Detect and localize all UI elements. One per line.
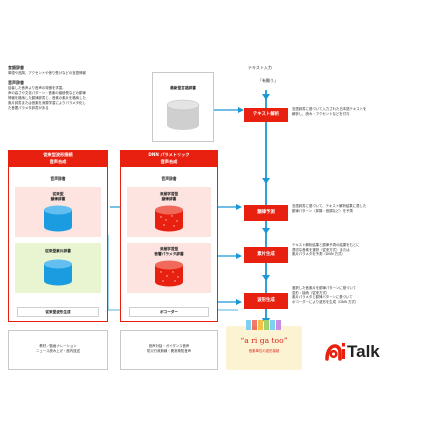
desc-line: テキスト解析結果と韻律予測の結果をもとに [292, 243, 360, 247]
unit-label: 従来型素片辞書 [45, 249, 71, 253]
dnn-header: DNN パラメトリック 音声合成 [120, 150, 218, 166]
desc-line: 解析し、読み・アクセントなどを付与 [292, 111, 350, 116]
text-input-label: テキスト入力 [248, 65, 272, 70]
header-line: DNN パラメトリック [148, 152, 190, 157]
audio-output: “a ri ga too” 音素単位の波形接続 [226, 320, 302, 370]
step-waveform-desc: 選択した音素片を韻律パターンに基づいて 変形・接続（従来方式） 素片パラメタと韻… [292, 286, 442, 304]
dictionary-description-box: 言語辞書 単語や品詞、アクセントや係り受けなどの言語情報 音声辞書 話者した音声… [8, 65, 142, 146]
database-icon [166, 99, 200, 130]
step-waveform-generation: 波形生成 [244, 293, 288, 309]
desc-line: 素片パラメタと韻律パターンに基づいて [292, 295, 353, 300]
voice-dict-desc-4: 素片辞書または音素を深層学習によりパラメタ化し [8, 101, 86, 105]
desc-line: 言語辞書に基づいて入力された日本語テキストを [292, 107, 367, 111]
use-case-line: 防災行政無線・異常検知音声 [146, 349, 192, 353]
conventional-output: 従来型波形生成 [17, 307, 99, 317]
dnn-prosody-panel: 深層学習型 韻律辞書 [127, 187, 211, 237]
acoustic-label-2: 音響パラメタ辞書 [154, 252, 184, 256]
ai-logo-mark-icon [325, 343, 345, 361]
conventional-column: 音声辞書 従来型 韻律辞書 従来型素片辞書 従来型波形生成 [8, 166, 108, 322]
step-unit-desc: テキスト解析結果と韻律予測の結果をもとに 適切な音素を選択（従来方式）または 素… [292, 243, 442, 257]
use-case-line: 音声対話・ガイダンス音声 [148, 344, 190, 348]
desc-line: 適切な音素を選択（従来方式）または [292, 247, 350, 252]
conventional-prosody-panel: 従来型 韻律辞書 [15, 187, 101, 237]
audio-text: “a ri ga too” [240, 336, 288, 345]
language-dict-desc: 単語や品詞、アクセントや係り受けなどの言語情報 [8, 71, 86, 75]
prosody-label-2: 韻律辞書 [50, 197, 66, 201]
use-case-line: 教材／動画ナレーション [39, 344, 77, 348]
conventional-unit-panel: 従来型素片辞書 [15, 243, 101, 293]
voice-dict-desc-5: た音響パラメタ辞書がある [8, 106, 49, 110]
step-prosody-prediction: 韻律予測 [244, 205, 288, 221]
step-text-analysis-desc: 言語辞書に基づいて入力された日本語テキストを 解析し、読み・アクセントなどを付与 [292, 107, 442, 116]
use-case-left: 教材／動画ナレーション ニュース読み上げ・館内放送 [8, 330, 108, 370]
language-dict-title: 言語辞書 [8, 65, 24, 70]
text-input-value: 「有難う」 [258, 78, 278, 83]
desc-line: 言語辞書に基づいて、テキスト解析結果に適した [292, 204, 367, 208]
voice-dict-desc-1: 話者した音声より音声の特徴を学習。 [8, 86, 66, 90]
prosody-label-2: 韻律辞書 [161, 197, 177, 201]
latest-language-dict-box: 最新型言語辞書 [152, 72, 214, 142]
logo-text: Talk [347, 342, 380, 361]
acoustic-label-1: 深層学習型 [159, 247, 179, 251]
dnn-section-title: 音声辞書 [161, 176, 177, 181]
header-line: 従来型波形接続 [43, 152, 73, 157]
audio-subtext: 音素単位の波形接続 [248, 349, 280, 353]
step-text-analysis: テキスト解析 [244, 108, 288, 122]
voice-dict-desc-2: 声の高さや文化パターン・音素の継続長などの韻律 [8, 91, 86, 95]
dnn-column: 音声辞書 深層学習型 韻律辞書 深層学習型 音響パラメタ辞書 ボコーダー [120, 166, 218, 322]
desc-line: 韻律パターン（抑揚・音調など）を予測 [292, 208, 353, 213]
step-prosody-desc: 言語辞書に基づいて、テキスト解析結果に適した 韻律パターン（抑揚・音調など）を予… [292, 204, 442, 213]
dnn-acoustic-panel: 深層学習型 音響パラメタ辞書 [127, 243, 211, 293]
conventional-header: 従来型波形接続 音声合成 [8, 150, 108, 166]
desc-line: 素片パラメタを予測（DNN 方式） [292, 252, 345, 257]
neural-database-icon [155, 260, 183, 287]
header-line: 音声合成 [160, 159, 178, 164]
aitalk-logo: Talk [324, 342, 394, 362]
database-icon [44, 259, 72, 286]
neural-database-icon [155, 205, 183, 232]
desc-line: 変形・接続（従来方式） [292, 290, 330, 295]
use-case-line: ニュース読み上げ・館内放送 [36, 349, 80, 353]
voice-dict-desc-3: 情報を格納した韻律辞書と、音素の素片を格納した [8, 96, 86, 100]
latest-language-dict-label: 最新型言語辞書 [170, 86, 196, 90]
voice-dict-title: 音声辞書 [8, 80, 24, 85]
prosody-label-1: 従来型 [52, 192, 64, 196]
step-unit-generation: 素片生成 [244, 247, 288, 263]
database-icon [44, 205, 72, 232]
dnn-output: ボコーダー [129, 307, 209, 317]
prosody-label-1: 深層学習型 [159, 192, 179, 196]
header-line: 音声合成 [49, 159, 67, 164]
conventional-section-title: 音声辞書 [50, 176, 66, 181]
desc-line: 選択した音素片を韻律パターンに基づいて [292, 286, 357, 290]
use-case-mid: 音声対話・ガイダンス音声 防災行政無線・異常検知音声 [120, 330, 218, 370]
desc-line: ボコーダーにより波形を生成（DNN 方式） [292, 299, 359, 304]
waveform-segments-icon [246, 320, 281, 330]
